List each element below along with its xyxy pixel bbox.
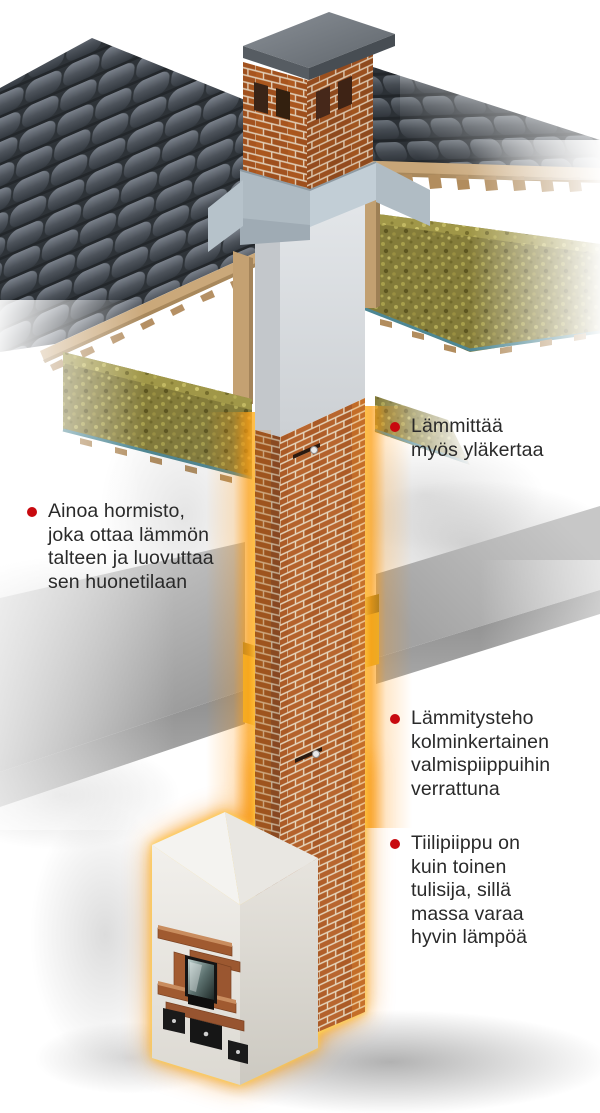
- roof-post: [363, 181, 380, 308]
- annotation-text: Tiilipiippu on kuin toinen tulisija, sil…: [411, 832, 528, 948]
- firebox-glass: [188, 959, 214, 1000]
- roof-flashing: [208, 161, 430, 252]
- plastered-chimney-section: [255, 198, 365, 437]
- annotation-text: Lämmittää myös yläkertaa: [411, 415, 544, 461]
- annotation-only-flue: Ainoa hormisto, joka ottaa lämmön taltee…: [27, 500, 214, 594]
- attic-stud: [233, 251, 253, 404]
- chimney-above-roof: [208, 12, 430, 252]
- bullet-icon: [390, 422, 400, 432]
- annotation-heats-upstairs: Lämmittää myös yläkertaa: [390, 415, 544, 462]
- bullet-icon: [390, 714, 400, 724]
- masonry-fireplace: [152, 812, 318, 1085]
- chimney-cap: [243, 12, 395, 80]
- annotation-chimney-as-mass: Tiilipiippu on kuin toinen tulisija, sil…: [390, 832, 527, 950]
- white-fades: [0, 0, 600, 830]
- annotation-heating-power: Lämmitysteho kolminkertainen valmispiipp…: [390, 707, 550, 801]
- bullet-icon: [390, 839, 400, 849]
- bullet-icon: [27, 507, 37, 517]
- ventilation-slots: [254, 76, 352, 120]
- cleanout-hatch: [295, 747, 322, 763]
- fireplace-hatches: [163, 1008, 248, 1064]
- annotation-text: Lämmitysteho kolminkertainen valmispiipp…: [411, 707, 551, 800]
- annotation-text: Ainoa hormisto, joka ottaa lämmön taltee…: [48, 500, 214, 593]
- cleanout-hatch: [293, 443, 320, 459]
- firebox: [185, 955, 217, 1010]
